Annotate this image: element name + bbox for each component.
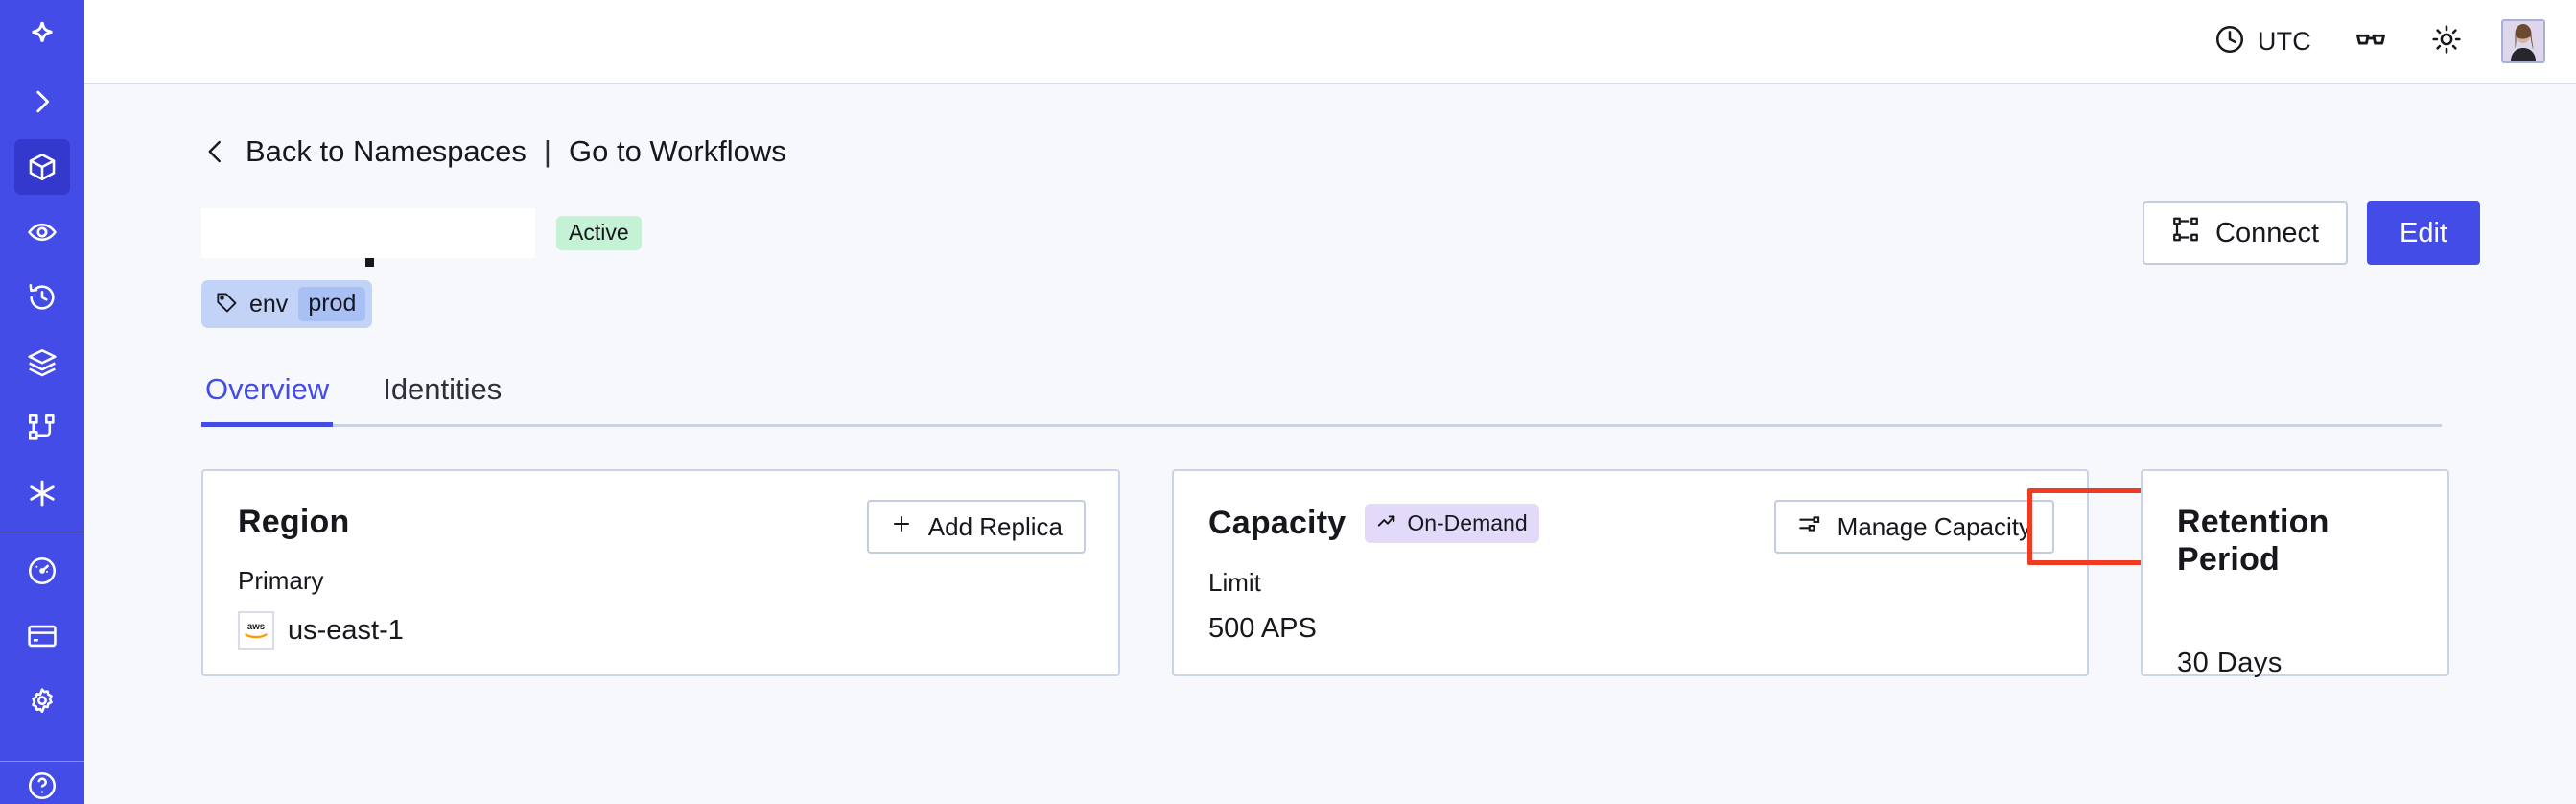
reader-mode-button[interactable] xyxy=(2332,14,2409,68)
clock-rewind-icon xyxy=(26,281,59,314)
primary-sidebar xyxy=(0,0,84,804)
sidebar-item-billing[interactable] xyxy=(0,603,84,669)
gauge-icon xyxy=(26,555,59,587)
capacity-card-title: Capacity xyxy=(1208,505,1347,541)
region-primary-label: Primary xyxy=(238,566,324,595)
gear-icon xyxy=(26,685,59,718)
eye-icon xyxy=(26,216,59,248)
edit-button[interactable]: Edit xyxy=(2367,201,2480,265)
sidebar-item-help[interactable] xyxy=(0,768,84,804)
manage-capacity-button[interactable]: Manage Capacity xyxy=(1773,500,2054,554)
region-card-head: Region xyxy=(238,504,1086,541)
cube-icon xyxy=(26,151,59,183)
sliders-icon xyxy=(1797,511,1822,543)
clock-icon xyxy=(2213,23,2246,60)
timezone-selector[interactable]: UTC xyxy=(2192,14,2332,68)
namespace-title-dot xyxy=(365,258,374,267)
top-bar: UTC xyxy=(84,0,2576,84)
capacity-mode-badge: On-Demand xyxy=(1365,504,1539,543)
sidebar-item-history[interactable] xyxy=(0,265,84,330)
capacity-limit-label: Limit xyxy=(1208,568,1261,597)
svg-text:aws: aws xyxy=(247,622,265,632)
sun-icon xyxy=(2430,23,2463,60)
help-circle-icon xyxy=(26,769,59,802)
sidebar-item-workflows[interactable] xyxy=(0,395,84,461)
overview-cards: Region Add Replica Primary xyxy=(201,469,2480,678)
tag-icon xyxy=(215,290,239,319)
namespace-title-redacted xyxy=(201,208,535,258)
region-card-title: Region xyxy=(238,504,350,540)
git-branch-icon xyxy=(26,412,59,444)
connect-button[interactable]: Connect xyxy=(2143,201,2349,265)
tab-overview[interactable]: Overview xyxy=(201,372,334,427)
capacity-card-head: Capacity On-Demand xyxy=(1208,504,2054,543)
capacity-mode-label: On-Demand xyxy=(1407,509,1528,535)
app-logo[interactable] xyxy=(0,0,84,69)
status-badge: Active xyxy=(556,216,642,250)
add-replica-label: Add Replica xyxy=(927,511,1063,541)
sidebar-item-settings[interactable] xyxy=(0,669,84,734)
sidebar-divider-2 xyxy=(0,761,84,762)
tab-bar: Overview Identities xyxy=(201,372,2442,427)
breadcrumb-separator: | xyxy=(543,134,551,168)
namespace-tags: env prod xyxy=(201,280,2480,328)
namespace-header-row: Active Connect xyxy=(201,201,2480,267)
timezone-label: UTC xyxy=(2257,26,2311,56)
credit-card-icon xyxy=(26,620,59,652)
tag-chip-env[interactable]: env prod xyxy=(201,280,373,328)
temporal-star-logo-icon xyxy=(23,13,61,57)
edit-button-label: Edit xyxy=(2400,217,2447,248)
sidebar-item-layers[interactable] xyxy=(0,330,84,395)
sidebar-item-observability[interactable] xyxy=(0,200,84,265)
capacity-limit-value: 500 APS xyxy=(1208,613,1317,644)
sidebar-item-expand-sidebar[interactable] xyxy=(0,69,84,134)
manage-capacity-label: Manage Capacity xyxy=(1837,511,2031,541)
tab-identities[interactable]: Identities xyxy=(383,372,503,406)
glasses-icon xyxy=(2354,22,2388,61)
user-avatar[interactable] xyxy=(2501,19,2545,63)
add-replica-button[interactable]: Add Replica xyxy=(866,500,1086,554)
region-card: Region Add Replica Primary xyxy=(201,469,1120,676)
layers-icon xyxy=(26,346,59,379)
theme-toggle-button[interactable] xyxy=(2409,14,2484,68)
main-area: UTC xyxy=(84,0,2576,804)
asterisk-icon xyxy=(25,476,59,510)
sidebar-item-usage[interactable] xyxy=(0,538,84,603)
retention-card: Retention Period 30 Days xyxy=(2141,469,2449,678)
tag-key: env xyxy=(249,290,289,318)
tag-value: prod xyxy=(298,287,366,321)
retention-card-title: Retention Period xyxy=(2177,504,2330,578)
region-primary-value-row: aws us-east-1 xyxy=(238,611,1086,650)
breadcrumb-workflows-link[interactable]: Go to Workflows xyxy=(568,134,786,168)
plus-icon xyxy=(890,512,913,542)
chevron-left-icon[interactable] xyxy=(201,134,230,169)
connect-nodes-icon xyxy=(2171,215,2200,251)
breadcrumb: Back to Namespaces | Go to Workflows xyxy=(201,134,786,169)
header-actions: Connect Edit xyxy=(2143,201,2480,265)
retention-value: 30 Days xyxy=(2177,648,2283,678)
trending-up-icon xyxy=(1376,510,1397,535)
sidebar-item-nexus[interactable] xyxy=(0,461,84,526)
connect-button-label: Connect xyxy=(2215,217,2320,248)
chevron-right-icon xyxy=(26,85,59,118)
sidebar-item-namespaces[interactable] xyxy=(0,134,84,200)
content-area: Back to Namespaces | Go to Workflows Act… xyxy=(84,84,2576,804)
breadcrumb-back-link[interactable]: Back to Namespaces xyxy=(246,134,527,168)
aws-logo-icon: aws xyxy=(238,611,274,650)
region-primary-value: us-east-1 xyxy=(288,614,404,646)
capacity-card: Capacity On-Demand xyxy=(1172,469,2208,676)
retention-card-head: Retention Period xyxy=(2177,504,2415,579)
